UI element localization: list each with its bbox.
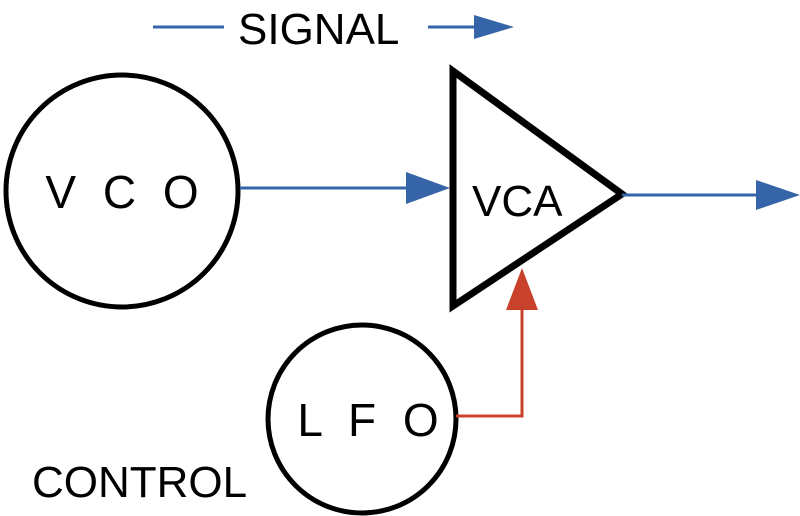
vco-to-vca-connection xyxy=(240,172,450,204)
signal-legend-label: SIGNAL xyxy=(238,5,399,54)
vca-triangle xyxy=(449,64,629,313)
lfo-circle xyxy=(265,322,459,516)
lfo-node: L F O xyxy=(265,322,459,516)
vca-output-connection xyxy=(622,180,800,210)
lfo-label: L F O xyxy=(297,394,438,446)
vca-node: VCA xyxy=(449,64,629,313)
vca-output-arrowhead xyxy=(756,180,800,210)
vco-to-vca-arrowhead xyxy=(406,172,450,204)
vco-label: V C O xyxy=(45,166,198,218)
vco-circle xyxy=(3,72,241,310)
lfo-to-vca-arrowhead xyxy=(506,268,538,310)
control-label: CONTROL xyxy=(32,458,247,507)
lfo-to-vca-line xyxy=(456,305,524,418)
lfo-to-vca-connection xyxy=(456,268,538,418)
signal-legend: SIGNAL xyxy=(153,5,514,54)
vco-node: V C O xyxy=(3,72,241,310)
signal-legend-arrowhead xyxy=(474,15,514,39)
vca-label: VCA xyxy=(472,177,563,226)
